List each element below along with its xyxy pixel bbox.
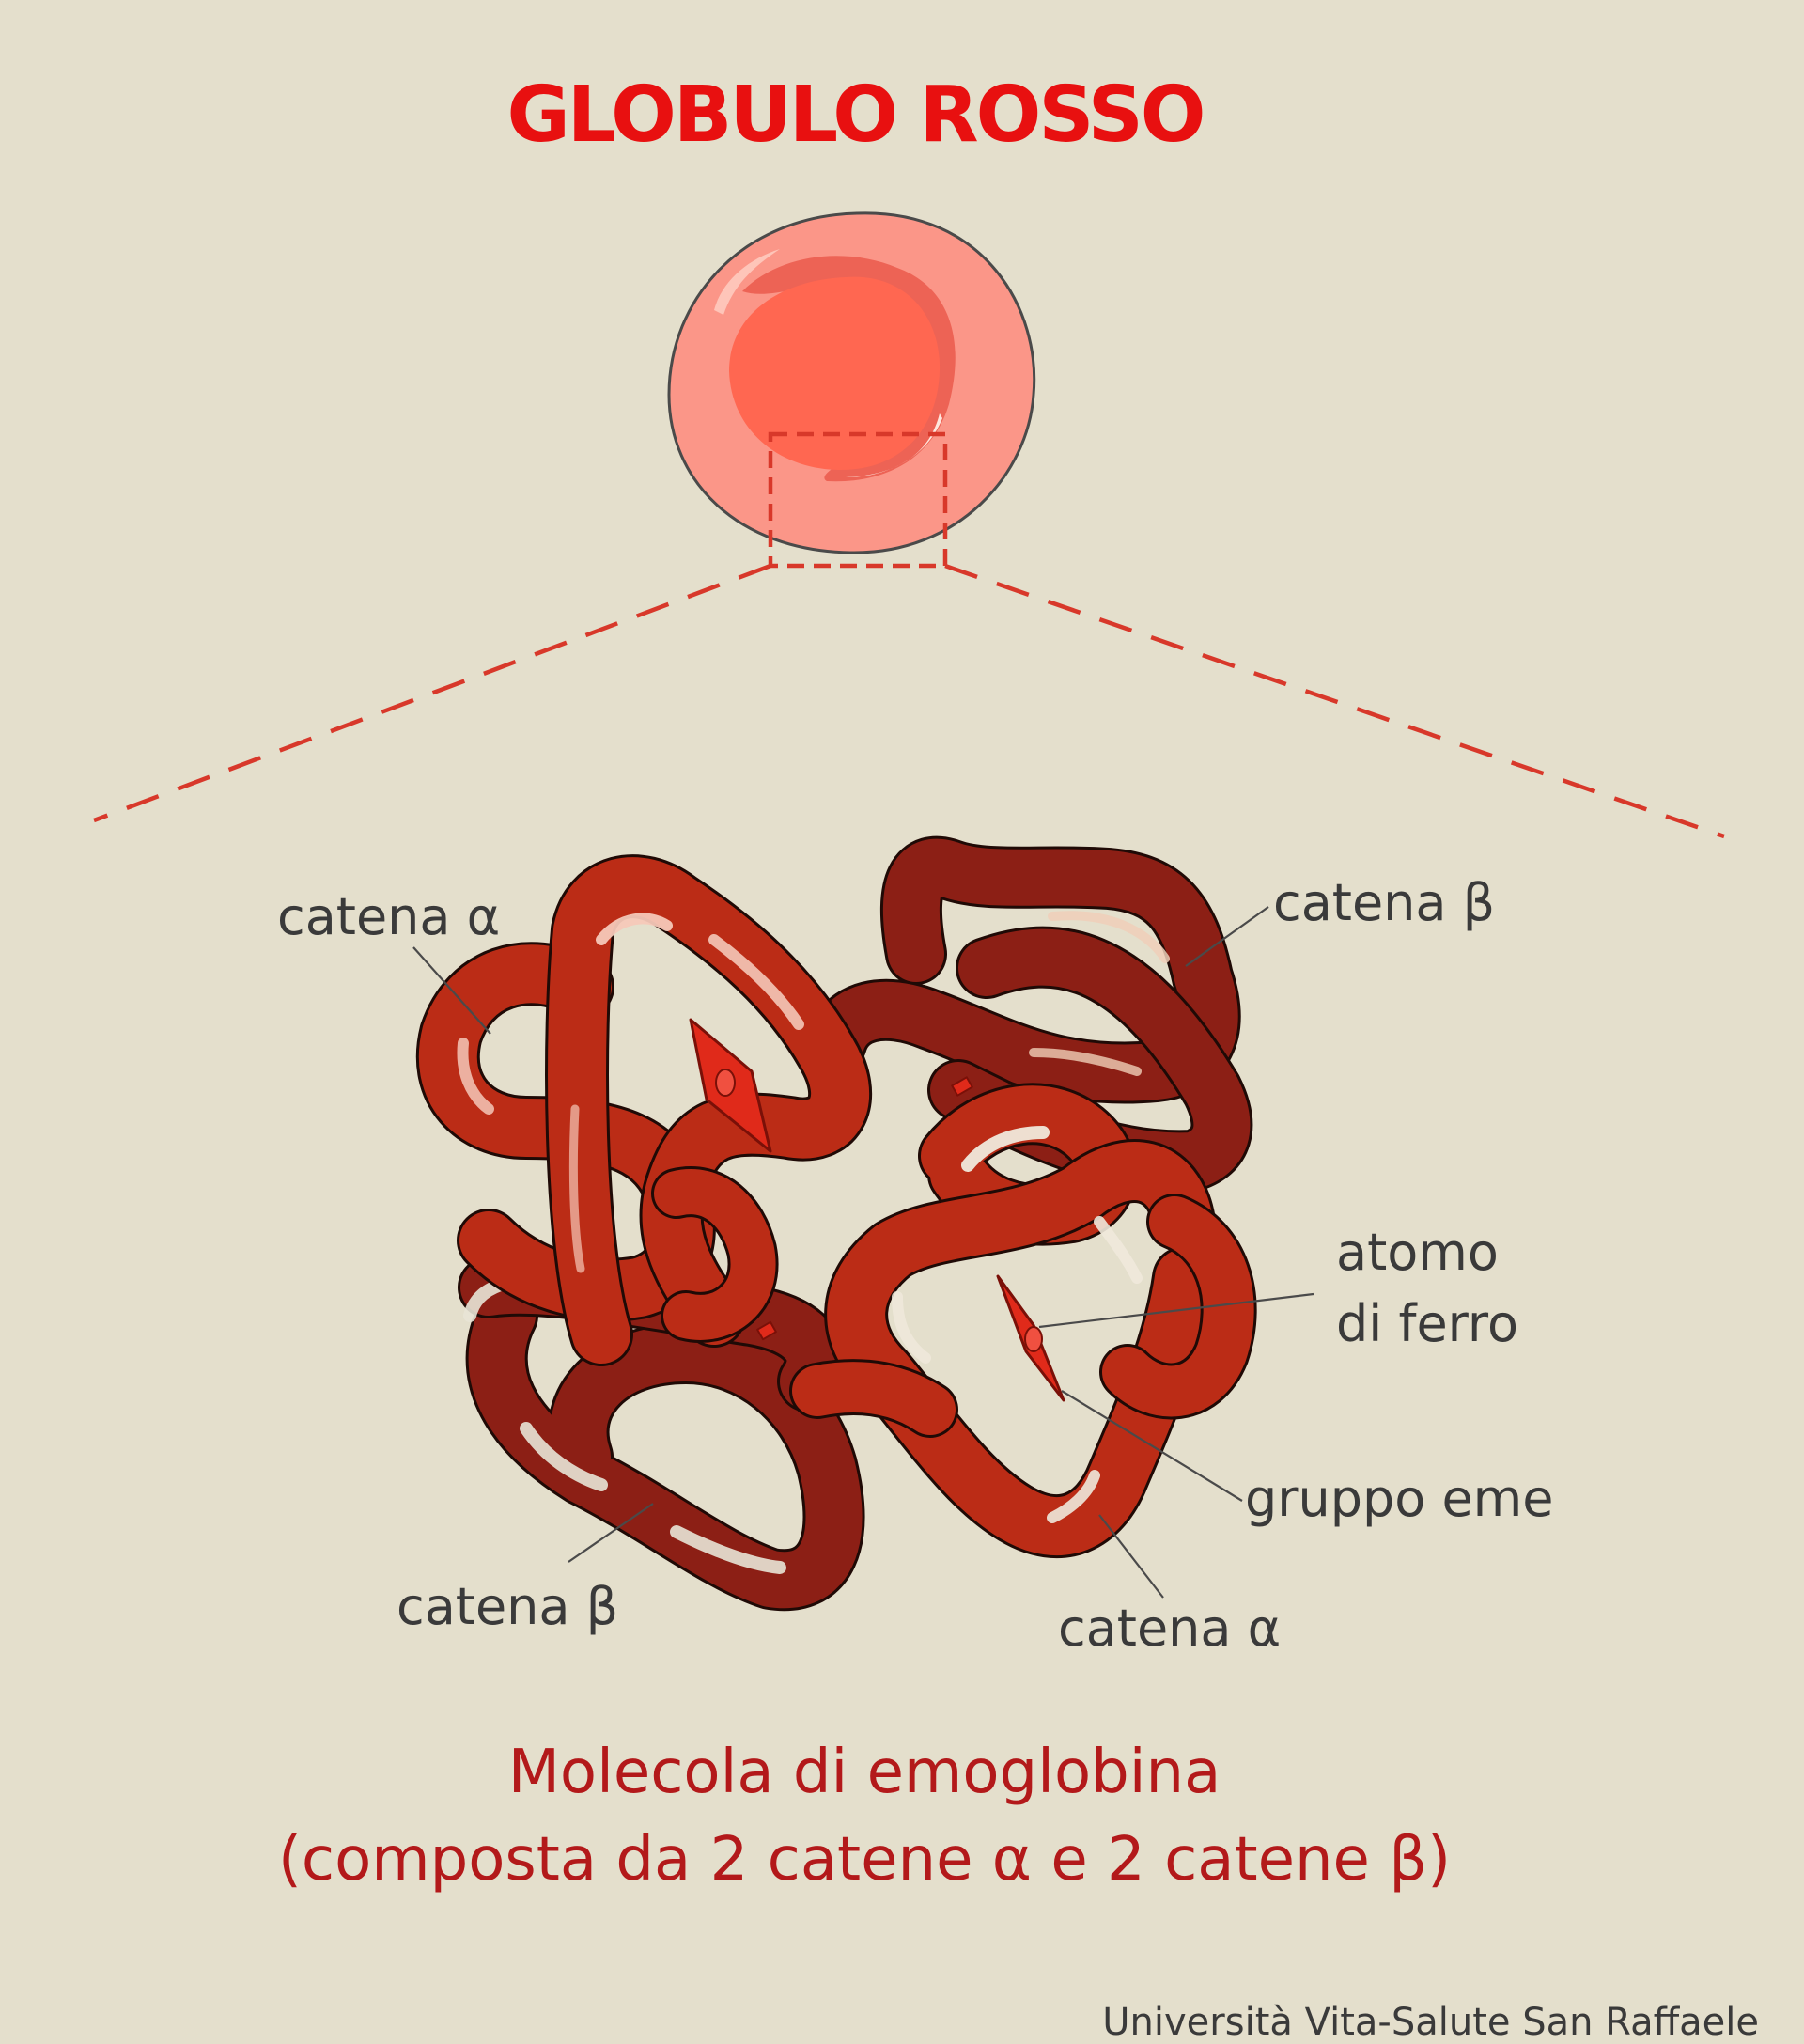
- figure-caption: Molecola di emoglobina (composta da 2 ca…: [0, 1729, 1729, 1904]
- leader-lines: [412, 906, 1314, 1599]
- diagram-title: GLOBULO ROSSO: [506, 70, 1205, 160]
- heme-group-small-1: [951, 1076, 973, 1097]
- red-blood-cell-highlight-2: [714, 249, 780, 315]
- zoom-line-right: [944, 563, 1725, 839]
- label-beta-bottom-left: catena β: [397, 1577, 619, 1636]
- heme-group-lower: [996, 1274, 1065, 1402]
- leader-heme-group: [1061, 1390, 1243, 1502]
- heme-group-small-2: [756, 1320, 777, 1341]
- label-iron-atom: atomo di ferro: [1336, 1217, 1518, 1359]
- label-iron-atom-line2: di ferro: [1336, 1293, 1518, 1353]
- credit-text: Università Vita-Salute San Raffaele: [1102, 2001, 1759, 2044]
- leader-alpha-top-left: [412, 946, 491, 1035]
- caption-line-2: (composta da 2 catene α e 2 catene β): [277, 1824, 1452, 1895]
- leader-iron-atom: [1038, 1292, 1314, 1329]
- leader-beta-bottom-left: [568, 1503, 654, 1563]
- beta-chain-lower-left: [458, 1254, 865, 1612]
- leader-beta-top-right: [1185, 906, 1269, 967]
- hemoglobin-molecule: [415, 835, 1257, 1612]
- zoom-line-left: [93, 563, 771, 823]
- red-blood-cell: [667, 211, 1036, 554]
- leader-alpha-bottom-right: [1098, 1514, 1164, 1599]
- label-alpha-top-left: catena α: [277, 887, 501, 946]
- heme-group-upper: [689, 1018, 772, 1153]
- red-blood-cell-inner: [729, 276, 941, 470]
- label-alpha-bottom-right: catena α: [1058, 1599, 1282, 1658]
- caption-line-1: Molecola di emoglobina: [507, 1738, 1221, 1807]
- label-heme-group: gruppo eme: [1245, 1469, 1554, 1528]
- zoom-indicator: [93, 431, 1725, 839]
- alpha-chain-lower-right: [789, 1083, 1257, 1559]
- label-beta-top-right: catena β: [1273, 873, 1496, 932]
- label-iron-atom-line1: atomo: [1336, 1223, 1499, 1282]
- alpha-chain-upper-left: [415, 854, 873, 1366]
- zoom-box: [768, 431, 948, 569]
